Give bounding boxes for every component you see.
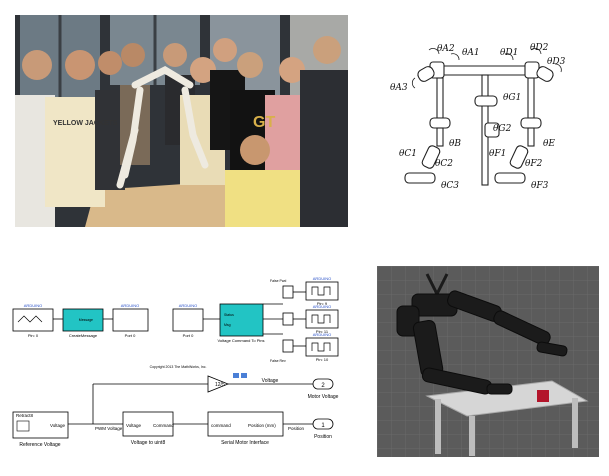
false-rev-label: False Rev bbox=[270, 359, 286, 363]
label-theta-g2: θG2 bbox=[493, 124, 512, 134]
label-theta-f3: θF3 bbox=[531, 181, 549, 191]
label-theta-e: θE bbox=[543, 139, 555, 149]
label-theta-d1: θD1 bbox=[500, 48, 518, 58]
create-message-label: CreateMessage bbox=[69, 333, 98, 338]
label-theta-d2: θD2 bbox=[530, 43, 549, 53]
arduino-tag-5: ARDUINO bbox=[313, 304, 331, 309]
arduino-tag-6: ARDUINO bbox=[313, 332, 331, 337]
arduino-tag-1: ARDUINO bbox=[24, 303, 42, 308]
gain-block[interactable] bbox=[207, 375, 230, 393]
label-theta-c1: θC1 bbox=[399, 149, 417, 159]
position-out-label: Position bbox=[314, 434, 332, 440]
pin11-label: Pin: 11 bbox=[316, 329, 329, 334]
serial-position-port: Position (mm) bbox=[248, 423, 276, 428]
label-theta-g1: θG1 bbox=[503, 93, 521, 103]
gain-value: 12/5 bbox=[215, 382, 225, 388]
switch-top[interactable] bbox=[282, 285, 294, 299]
pin10-block[interactable] bbox=[305, 337, 339, 357]
floor-grid bbox=[377, 266, 599, 457]
pwm-voltage-label: PWM Voltage bbox=[95, 426, 123, 431]
outport-1-number: 1 bbox=[321, 423, 325, 429]
voltage-signal-label: Voltage bbox=[262, 378, 279, 384]
uint8-out-port: Command bbox=[153, 423, 174, 428]
label-theta-a3: θA3 bbox=[390, 83, 408, 93]
label-theta-b: θB bbox=[449, 139, 461, 149]
kinematic-diagram-svg: θA2 θA1 θA3 θD1 θD2 θD3 θG1 θG2 θB θC1 θ… bbox=[390, 43, 566, 191]
scope-icon bbox=[233, 373, 239, 378]
pin10-label: Pin: 10 bbox=[316, 357, 329, 362]
outport-1[interactable] bbox=[312, 418, 334, 430]
serial-motor-block[interactable] bbox=[207, 411, 284, 437]
uint8-in-port: Voltage bbox=[126, 423, 142, 428]
create-message-port: Message bbox=[79, 318, 93, 322]
signal-builder-icon bbox=[16, 420, 30, 432]
simulink-model: ARDUINO Pin: 0 Message CreateMessage ARD… bbox=[8, 274, 348, 454]
reference-voltage-out: Voltage bbox=[50, 423, 66, 428]
copyright-text: Copyright 2013 The MathWorks, Inc. bbox=[150, 365, 207, 369]
robot-model bbox=[396, 273, 568, 395]
pin0-block[interactable] bbox=[12, 308, 54, 332]
voltage-command-block[interactable] bbox=[219, 303, 264, 337]
label-theta-f1: θF1 bbox=[489, 149, 506, 159]
team-photo: YELLOW JACKETS GT bbox=[15, 15, 348, 227]
retract-label: Retract8 bbox=[16, 413, 34, 418]
port0-label-1: Port 0 bbox=[125, 333, 136, 338]
port0-block-1[interactable] bbox=[112, 308, 149, 332]
team-photo-illustration: YELLOW JACKETS GT bbox=[15, 15, 348, 227]
people bbox=[15, 36, 348, 227]
label-theta-c2: θC2 bbox=[435, 159, 453, 169]
outport-2-number: 2 bbox=[321, 383, 325, 389]
kinematic-diagram: θA2 θA1 θA3 θD1 θD2 θD3 θG1 θG2 θB θC1 θ… bbox=[385, 38, 585, 203]
robot-simulation-render bbox=[377, 266, 599, 457]
port0-label-2: Port 0 bbox=[183, 333, 194, 338]
right-upper-arm bbox=[527, 77, 535, 119]
msg-port: Msg bbox=[224, 323, 231, 327]
shirt-text-gt: GT bbox=[253, 114, 275, 131]
position-signal-label: Position bbox=[288, 426, 305, 431]
motor-voltage-label: Motor Voltage bbox=[308, 394, 339, 400]
shirt-text-jackets: YELLOW JACKETS bbox=[53, 120, 118, 127]
right-hand bbox=[494, 172, 526, 184]
pin9-block[interactable] bbox=[305, 281, 339, 301]
label-theta-d3: θD3 bbox=[547, 57, 566, 67]
arduino-tag-4: ARDUINO bbox=[313, 276, 331, 281]
false-pwd-label: False Pwd bbox=[270, 279, 286, 283]
label-theta-c3: θC3 bbox=[441, 181, 459, 191]
scope-icon-2 bbox=[241, 373, 247, 378]
port0-block-2[interactable] bbox=[172, 308, 204, 332]
label-theta-a2: θA2 bbox=[437, 44, 455, 54]
left-upper-arm bbox=[436, 77, 444, 119]
outport-2[interactable] bbox=[312, 378, 334, 390]
arduino-tag-2: ARDUINO bbox=[121, 303, 139, 308]
render-svg bbox=[377, 266, 599, 457]
switch-bottom[interactable] bbox=[282, 339, 294, 353]
serial-motor-label: Serial Motor Interface bbox=[221, 440, 269, 446]
label-theta-a1: θA1 bbox=[462, 48, 480, 58]
status-port: Status bbox=[224, 313, 234, 317]
simulink-svg: ARDUINO Pin: 0 Message CreateMessage ARD… bbox=[12, 276, 339, 448]
switch-middle[interactable] bbox=[282, 312, 294, 326]
voltage-command-label: Voltage Command To Pins bbox=[217, 338, 264, 343]
label-theta-f2: θF2 bbox=[525, 159, 543, 169]
pin11-block[interactable] bbox=[305, 309, 339, 329]
robot-prototype bbox=[116, 66, 209, 189]
top-link bbox=[439, 65, 531, 76]
left-hand bbox=[404, 172, 436, 184]
arduino-tag-3: ARDUINO bbox=[179, 303, 197, 308]
serial-command-port: command bbox=[211, 423, 231, 428]
target-object bbox=[537, 390, 549, 402]
pin0-label: Pin: 0 bbox=[28, 333, 39, 338]
voltage-to-uint8-block[interactable] bbox=[122, 411, 174, 437]
voltage-to-uint8-label: Voltage to uint8 bbox=[131, 440, 166, 446]
pin9-label: Pin: 9 bbox=[317, 301, 328, 306]
reference-voltage-label: Reference Voltage bbox=[19, 442, 60, 448]
create-message-block[interactable] bbox=[62, 308, 104, 332]
